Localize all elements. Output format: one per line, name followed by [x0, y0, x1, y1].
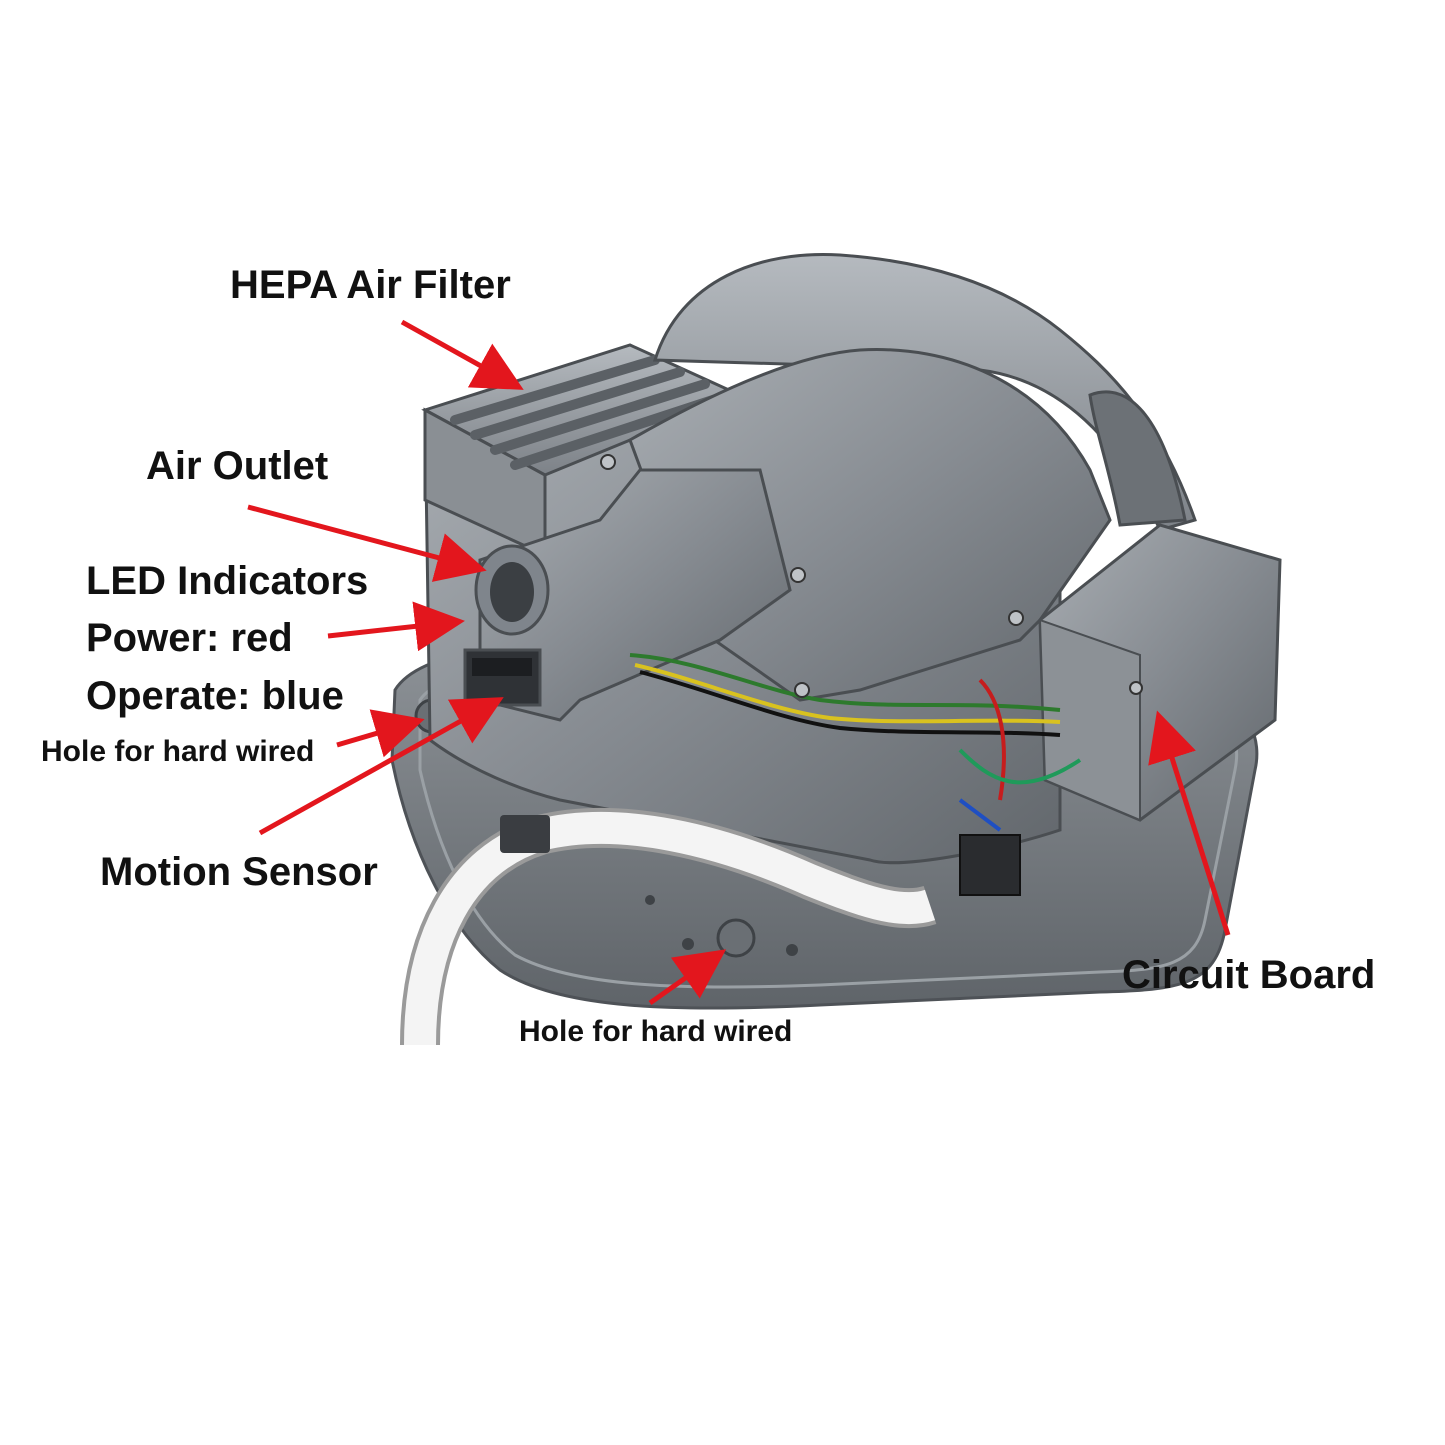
pointer-arrows — [247, 319, 1231, 1006]
arrow-air-outlet — [247, 504, 487, 582]
arrow-hole-bottom — [648, 949, 727, 1006]
arrow-hepa — [400, 319, 524, 390]
label-hole-bottom: Hole for hard wired — [519, 1015, 793, 1048]
arrow-led — [327, 601, 465, 652]
label-power-red: Power: red — [86, 616, 293, 660]
label-motion-sensor: Motion Sensor — [100, 850, 378, 894]
wiring — [629, 653, 1082, 832]
air-outlet-nozzle — [463, 468, 792, 722]
base-hole-bottom — [716, 918, 756, 958]
label-hepa-air-filter: HEPA Air Filter — [230, 263, 511, 307]
arrow-hole-left — [336, 709, 425, 758]
label-led-indicators: LED Indicators — [86, 559, 369, 603]
dryer-illustration — [390, 252, 1282, 1046]
label-hole-left: Hole for hard wired — [41, 735, 315, 768]
label-air-outlet: Air Outlet — [146, 444, 329, 488]
arrow-motion-sensor — [258, 697, 504, 836]
label-circuit-board: Circuit Board — [1122, 953, 1376, 997]
arrow-circuit-board — [1148, 710, 1231, 936]
label-operate-blue: Operate: blue — [86, 674, 344, 718]
